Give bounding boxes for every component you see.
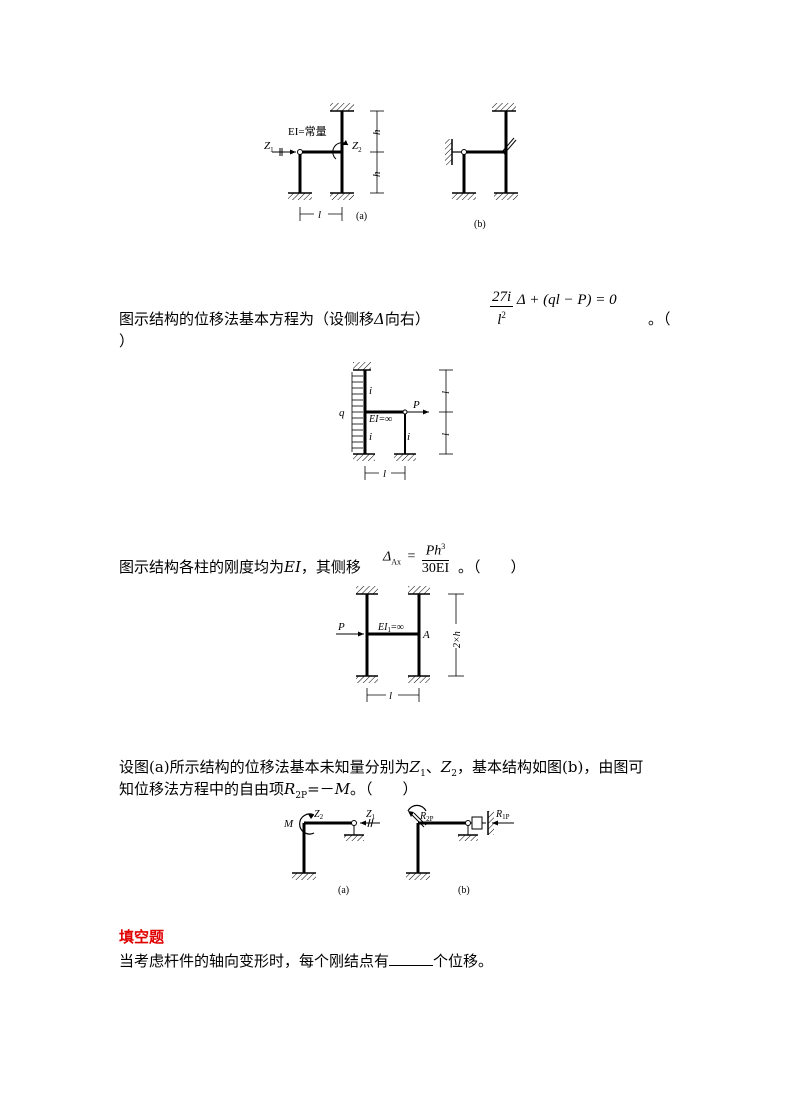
- l-top-label: l: [440, 391, 452, 394]
- l-label: l: [318, 209, 321, 221]
- question-1-close: ）: [119, 332, 135, 350]
- figure-4: M Z2 Z1 (a) R2P R1P: [283, 804, 514, 896]
- figure-3: P EI1=∞ A 2×h l: [336, 586, 464, 702]
- r1p-label: R1P: [495, 809, 510, 821]
- h-top-label: h: [371, 129, 383, 135]
- z2-label: Z2: [352, 140, 362, 154]
- eq-denominator: l2: [497, 310, 506, 328]
- answer-blank[interactable]: [389, 951, 434, 966]
- figure-1b: (b): [445, 103, 518, 230]
- l-bottom-label: l: [440, 433, 452, 436]
- section-heading: 填空题: [119, 928, 165, 946]
- fill-in-question: 当考虑杆件的轴向变形时，每个刚结点有个位移。: [119, 951, 494, 970]
- ei-inf-label: EI=∞: [368, 414, 392, 425]
- figure-4b: R2P R1P (b): [406, 804, 514, 896]
- l-label: l: [389, 690, 392, 702]
- label-b: (b): [474, 219, 486, 230]
- ei1-label: EI1=∞: [377, 622, 404, 634]
- question-2-equation: ΔAx = Ph3 30EI: [383, 538, 450, 577]
- eq-rest: Δ + (ql − P) = 0: [516, 291, 617, 308]
- z1-label: Z1: [264, 140, 274, 154]
- m-label: M: [283, 818, 294, 830]
- p-label: P: [412, 399, 420, 411]
- question-1-text: 图示结构的位移法基本方程为（设侧移Δ向右）: [119, 310, 430, 328]
- figure-4a: M Z2 Z1 (a): [283, 809, 380, 896]
- l-span-label: l: [383, 468, 386, 480]
- r2p-label: R2P: [419, 811, 434, 823]
- i-top-label: i: [369, 385, 372, 397]
- eq-numerator: 27i: [490, 289, 514, 307]
- a-label: A: [422, 629, 430, 641]
- figure-1: Z1 Z2 EI=常量 h h l (a): [264, 103, 518, 230]
- i-bottom-right-label: i: [407, 431, 410, 443]
- question-2-tail: 。（ ）: [458, 558, 526, 576]
- label-a: (a): [356, 211, 367, 222]
- question-1-equation: 27i l2 Δ + (ql − P) = 0: [490, 288, 617, 328]
- label-a: (a): [338, 885, 349, 896]
- question-1-tail: 。（: [648, 310, 671, 328]
- figure-2: q P i EI=∞ i i l l l: [339, 362, 453, 480]
- question-2-text: 图示结构各柱的刚度均为EI，其侧移: [119, 558, 361, 576]
- h-bottom-label: h: [371, 171, 383, 177]
- question-3-line-1: 设图(a)所示结构的位移法基本未知量分别为Z1、Z2，基本结构如图(b)，由图可: [119, 758, 644, 779]
- z2-label: Z2: [314, 809, 324, 821]
- i-bottom-left-label: i: [369, 431, 372, 443]
- p-label: P: [337, 621, 345, 633]
- question-3-line-2: 知位移法方程中的自由项R2P=－M。（ ）: [119, 780, 418, 801]
- distributed-load-arrows: [352, 375, 363, 449]
- label-b: (b): [458, 885, 470, 896]
- q-label: q: [339, 407, 345, 419]
- z1-label: Z1: [366, 809, 376, 821]
- figure-1a: Z1 Z2 EI=常量 h h l (a): [264, 103, 384, 222]
- ei-label: EI=常量: [288, 125, 327, 138]
- height-label: 2×h: [452, 631, 463, 648]
